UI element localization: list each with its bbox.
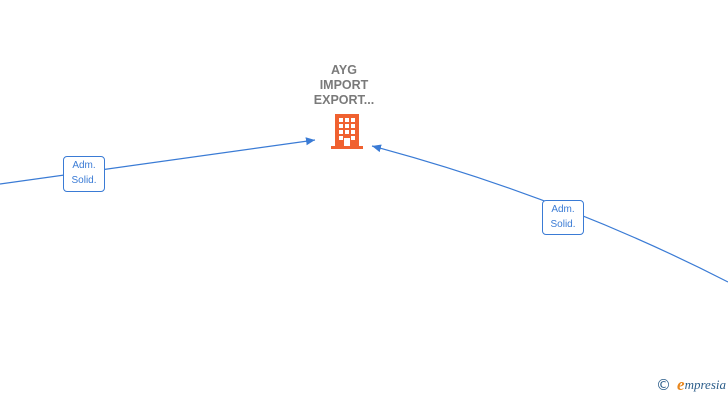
relation-label-right[interactable]: Adm. Solid.: [542, 200, 584, 235]
company-name-line-2[interactable]: IMPORT: [319, 78, 369, 92]
relation-label-line-2: Solid.: [71, 175, 97, 186]
relation-label-left[interactable]: Adm. Solid.: [63, 156, 105, 192]
relation-label-line-1: Adm.: [551, 204, 575, 215]
company-name-line-3[interactable]: EXPORT...: [313, 93, 375, 107]
relation-label-line-1: Adm.: [72, 160, 96, 171]
copyright-icon: ©: [656, 376, 672, 394]
brand-logo-text: mpresia: [684, 377, 726, 392]
company-name[interactable]: AYG IMPORT EXPORT...: [294, 63, 394, 108]
company-name-line-1[interactable]: AYG: [331, 63, 357, 77]
connection-line-left[interactable]: [0, 137, 316, 185]
brand-logo-letter: e: [677, 375, 685, 394]
relation-label-line-2: Solid.: [550, 219, 576, 230]
brand-footer: © e mpresia: [656, 375, 726, 395]
building-icon[interactable]: [331, 114, 363, 150]
